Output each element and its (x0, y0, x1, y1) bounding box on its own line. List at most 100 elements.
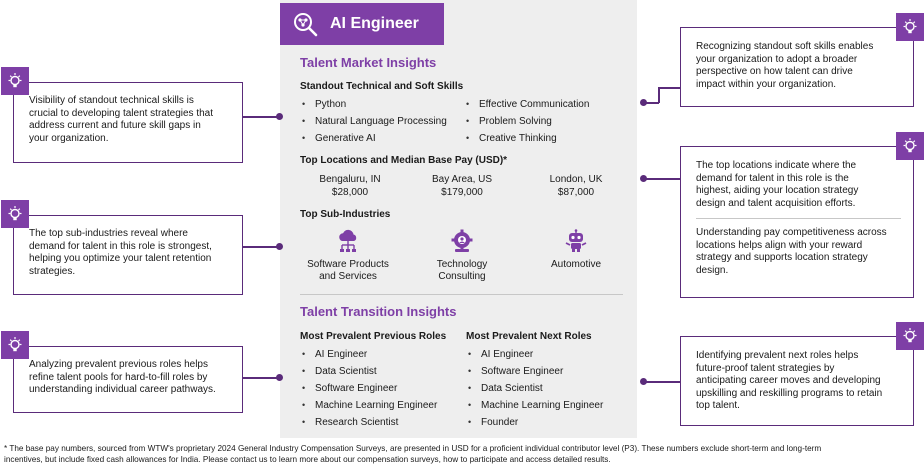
location-item: Bay Area, US $179,000 (407, 173, 517, 199)
industry-label-line1: Technology (436, 259, 488, 270)
footnote: * The base pay numbers, sourced from WTW… (4, 443, 920, 465)
callout-text-line: locations helps align with your reward (696, 239, 863, 251)
lightbulb-icon-box (896, 13, 924, 41)
lightbulb-icon-box (896, 132, 924, 160)
list-item: Problem Solving (464, 115, 589, 132)
list-item: Founder (466, 416, 603, 433)
list-item: Generative AI (300, 132, 447, 149)
location-city: London, UK (549, 174, 603, 185)
role-header: AI Engineer (280, 3, 444, 45)
callout-text-line: perspective on how talent can drive (696, 66, 853, 77)
list-item: Effective Communication (464, 98, 589, 115)
lightbulb-icon-box (1, 331, 29, 359)
callout-text-line: demand for talent in this role is the (696, 172, 849, 184)
role-title: AI Engineer (330, 15, 419, 32)
callout-sub-industries: The top sub-industries reveal where dema… (13, 215, 243, 295)
callout-text-line: understanding individual career pathways… (29, 384, 216, 395)
consulting-gear-icon (451, 229, 473, 252)
callout-text-line: Identifying prevalent next roles helps (696, 350, 859, 361)
location-city: Bengaluru, IN (319, 174, 381, 185)
list-item: Machine Learning Engineer (300, 399, 437, 416)
callout-text-line: impact within your organization. (696, 78, 837, 90)
connector-dot (276, 243, 283, 250)
connector-line (658, 87, 660, 103)
callout-text-line: crucial to developing talent strategies … (29, 107, 213, 119)
callout-text-line: design and talent acquisition efforts. (696, 197, 856, 209)
lightbulb-icon (903, 138, 917, 153)
connector-line (243, 246, 279, 248)
lightbulb-icon (8, 206, 22, 221)
callout-text-line: Visibility of standout technical skills … (29, 95, 194, 106)
callout-text-line: The top locations indicate where the (696, 160, 857, 171)
list-item: Data Scientist (466, 382, 603, 399)
connector-line (243, 377, 279, 379)
industry-label-line1: Automotive (550, 259, 602, 270)
callout-next-roles: Identifying prevalent next roles helps f… (680, 336, 914, 426)
connector-line (645, 102, 659, 104)
callout-text-line: your organization to adopt a broader (696, 53, 858, 65)
callout-text-line: strategy and supports location strategy (696, 252, 868, 263)
locations-title: Top Locations and Median Base Pay (USD)* (300, 155, 508, 166)
market-insights-title: Talent Market Insights (300, 55, 437, 70)
callout-text-line: The top sub-industries reveal where (29, 228, 188, 239)
callout-skills-visibility: Visibility of standout technical skills … (13, 82, 243, 163)
next-roles-title: Most Prevalent Next Roles (466, 331, 592, 342)
callout-text-line: highest, aiding your location strategy (696, 185, 859, 196)
callout-locations: The top locations indicate where the dem… (680, 146, 914, 298)
callout-text-line: Recognizing standout soft skills enables (696, 41, 874, 52)
industry-label-line1: Software Products (307, 259, 389, 270)
location-city: Bay Area, US (431, 174, 493, 185)
lightbulb-icon-box (896, 322, 924, 350)
section-divider (300, 294, 623, 295)
list-item: Software Engineer (466, 365, 603, 382)
callout-text-line: demand for talent in this role is strong… (29, 240, 212, 252)
industry-item: Technology Consulting (402, 229, 522, 283)
callout-text-line: address current and future skill gaps in (29, 120, 201, 131)
skills-list-right: Effective Communication Problem Solving … (464, 98, 589, 149)
callout-soft-skills: Recognizing standout soft skills enables… (680, 27, 914, 107)
callout-text-line: upskilling and reskilling programs to re… (696, 387, 883, 399)
industry-label-line2: Consulting (438, 271, 486, 282)
previous-roles-title: Most Prevalent Previous Roles (300, 331, 447, 342)
robot-icon (565, 229, 587, 252)
connector-dot (640, 99, 647, 106)
callout-text-line: helping you optimize your talent retenti… (29, 253, 212, 264)
callout-text-line: Analyzing prevalent previous roles helps (29, 359, 208, 370)
callout-text-line: Understanding pay competitiveness across (696, 227, 887, 238)
list-item: AI Engineer (466, 348, 603, 365)
callout-divider (696, 218, 901, 219)
list-item: Software Engineer (300, 382, 437, 399)
lightbulb-icon (8, 73, 22, 88)
connector-line (645, 178, 680, 180)
ai-search-icon (294, 13, 318, 37)
cloud-network-icon (339, 229, 357, 252)
list-item: Research Scientist (300, 416, 437, 433)
skills-title: Standout Technical and Soft Skills (300, 81, 464, 92)
callout-text-line: your organization. (29, 132, 109, 144)
location-item: London, UK $87,000 (521, 173, 631, 199)
footnote-line: * The base pay numbers, sourced from WTW… (4, 444, 822, 453)
location-item: Bengaluru, IN $28,000 (295, 173, 405, 199)
callout-previous-roles: Analyzing prevalent previous roles helps… (13, 346, 243, 413)
connector-dot (640, 175, 647, 182)
connector-line (645, 381, 680, 383)
callout-text-line: refine talent pools for hard-to-fill rol… (29, 371, 208, 383)
list-item: Creative Thinking (464, 132, 589, 149)
transition-insights-title: Talent Transition Insights (300, 304, 457, 319)
industry-item: Software Products and Services (288, 229, 408, 283)
connector-dot (276, 113, 283, 120)
lightbulb-icon (903, 19, 917, 34)
list-item: Python (300, 98, 447, 115)
skills-list-left: Python Natural Language Processing Gener… (300, 98, 447, 149)
list-item: Data Scientist (300, 365, 437, 382)
location-pay: $28,000 (331, 187, 369, 198)
callout-text-line: anticipating career moves and developing (696, 375, 881, 386)
industry-item: Automotive (516, 229, 636, 271)
callout-text-line: design. (696, 264, 729, 276)
list-item: Machine Learning Engineer (466, 399, 603, 416)
connector-line (659, 87, 680, 89)
industries-title: Top Sub-Industries (300, 209, 391, 220)
callout-text-line: strategies. (29, 265, 76, 277)
connector-dot (276, 374, 283, 381)
callout-text-line: future-proof talent strategies by (696, 362, 835, 374)
